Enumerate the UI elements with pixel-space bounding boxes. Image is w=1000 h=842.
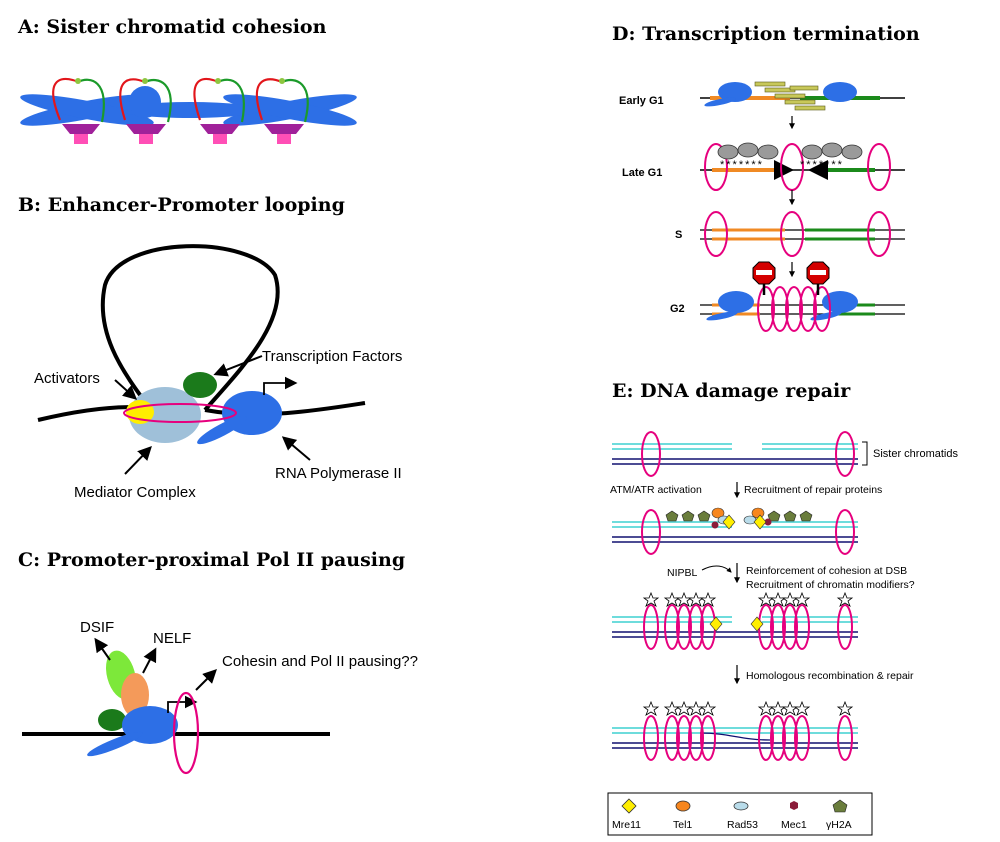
panel-a: A: Sister chromatid cohesion <box>17 16 357 144</box>
stop-sign <box>752 261 776 285</box>
repair-row-3 <box>612 591 858 650</box>
label-nipbl: NIPBL <box>667 567 698 579</box>
mec1-icon <box>790 801 798 810</box>
panel-e-title: E: DNA damage repair <box>612 380 851 402</box>
label-recruitment-repair-proteins: Recruitment of repair proteins <box>744 484 882 496</box>
label-transcription-factors: Transcription Factors <box>262 348 402 365</box>
label-nelf: NELF <box>153 630 191 647</box>
rna-pol2-tail <box>197 415 247 445</box>
mediator-complex-shape <box>129 387 201 443</box>
repair-row-4 <box>612 700 858 761</box>
pol2-tail <box>87 731 143 757</box>
nelf-shape <box>121 673 149 717</box>
repair-row-1: Sister chromatids <box>612 431 958 477</box>
repair-row-2 <box>612 507 858 555</box>
stage-g2: G2 <box>670 303 685 315</box>
svg-text:Mre11: Mre11 <box>612 819 641 831</box>
svg-text:*******: ******* <box>720 159 764 171</box>
panel-c-title: C: Promoter-proximal Pol II pausing <box>18 549 405 571</box>
cohesin-rings <box>52 77 309 123</box>
label-activators: Activators <box>34 370 100 387</box>
panel-a-title: A: Sister chromatid cohesion <box>17 16 327 38</box>
stage-late-g1: Late G1 <box>622 167 662 179</box>
tss-arrow <box>263 376 298 395</box>
s-phase-row <box>700 211 905 278</box>
panel-c: C: Promoter-proximal Pol II pausing DSIF… <box>18 549 418 775</box>
cohesin-heads <box>62 124 304 144</box>
transcription-factor-shape <box>183 372 217 398</box>
label-atm-atr-activation: ATM/ATR activation <box>610 484 702 496</box>
tss-arrow <box>167 695 198 713</box>
label-sister-chromatids: Sister chromatids <box>873 448 958 460</box>
panel-d-title: D: Transcription termination <box>612 23 920 45</box>
dna-loop <box>100 244 280 412</box>
panel-d: D: Transcription termination Early G1 La… <box>612 23 920 332</box>
label-reinforcement-cohesion: Reinforcement of cohesion at DSB <box>746 565 907 577</box>
cohesin-ring <box>123 403 237 423</box>
label-mediator-complex: Mediator Complex <box>74 484 196 501</box>
stage-early-g1: Early G1 <box>619 95 664 107</box>
legend-box <box>607 792 873 836</box>
early-g1-row <box>700 81 905 130</box>
label-rna-polymerase-ii: RNA Polymerase II <box>275 465 402 482</box>
legend-item-rad53: Rad53 <box>727 801 758 831</box>
gh2a-icon <box>832 799 848 813</box>
panel-e: E: DNA damage repair Sister chromatids A… <box>607 380 958 836</box>
rad53-icon <box>733 801 749 811</box>
svg-text:*******: ******* <box>800 159 844 171</box>
legend-item-mec1: Mec1 <box>781 801 807 831</box>
label-cohesin-pol2-pausing: Cohesin and Pol II pausing?? <box>222 653 418 670</box>
label-recruitment-chromatin-modifiers: Recruitment of chromatin modifiers? <box>746 579 915 591</box>
legend: Mre11 Tel1 Rad53 Mec1 γH2A <box>607 792 873 836</box>
legend-item-tel1: Tel1 <box>673 800 692 831</box>
g2-row <box>700 261 905 332</box>
cohesin-ring <box>172 691 200 775</box>
label-dsif: DSIF <box>80 619 114 636</box>
panel-b: B: Enhancer-Promoter looping Transcripti… <box>18 194 402 501</box>
mre11-icon <box>621 798 637 814</box>
label-homologous-recombination: Homologous recombination & repair <box>746 670 914 682</box>
stop-sign <box>806 261 830 285</box>
stage-s: S <box>675 229 682 241</box>
factor-shape <box>98 709 126 731</box>
legend-item-gh2a: γH2A <box>826 799 852 831</box>
svg-text:γH2A: γH2A <box>826 819 852 831</box>
svg-text:Rad53: Rad53 <box>727 819 758 831</box>
panel-b-title: B: Enhancer-Promoter looping <box>18 194 345 216</box>
svg-text:Tel1: Tel1 <box>673 819 692 831</box>
late-g1-row: ******* ******* <box>700 142 905 206</box>
legend-item-mre11: Mre11 <box>612 798 641 831</box>
chromatid-cohesion-illustration <box>20 77 357 144</box>
centromere <box>129 86 161 118</box>
tel1-icon <box>675 800 691 812</box>
svg-text:Mec1: Mec1 <box>781 819 807 831</box>
